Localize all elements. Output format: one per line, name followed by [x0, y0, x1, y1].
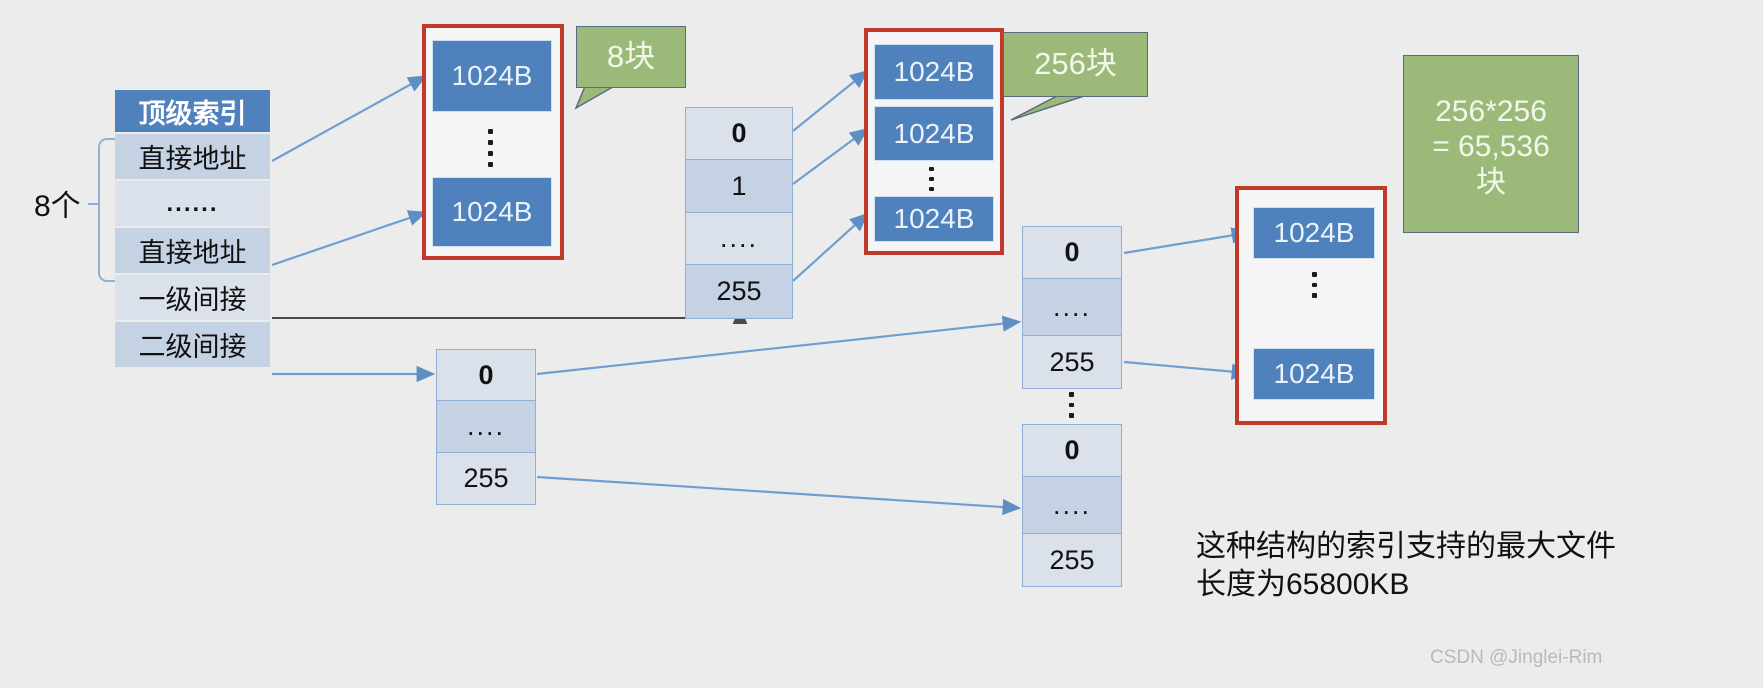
eight-count-label: 8个 [34, 190, 81, 223]
top-index-row-double-indirect[interactable]: 二级间接 [115, 322, 270, 369]
block-group-3-block-1: 1024B [1253, 207, 1375, 259]
block-group-1-block-2: 1024B [432, 177, 552, 247]
first-level-row-ellipsis: .... [686, 213, 792, 265]
top-index-row-direct-1[interactable]: 直接地址 [115, 134, 270, 181]
top-index-row-direct-2[interactable]: 直接地址 [115, 228, 270, 275]
callout-65536-line-1: 256*256 [1435, 94, 1547, 128]
leaf-b-row-255[interactable]: 255 [1023, 534, 1121, 586]
second-level-root-row-ellipsis: .... [437, 401, 535, 453]
max-file-length-note: 这种结构的索引支持的最大文件长度为65800KB [1196, 530, 1616, 602]
second-level-root-row-255[interactable]: 255 [437, 453, 535, 504]
top-index-row-single-indirect[interactable]: 一级间接 [115, 275, 270, 322]
leaf-b-row-0[interactable]: 0 [1023, 425, 1121, 477]
watermark-text: CSDN @Jinglei-Rim [1430, 647, 1603, 668]
first-level-index-table: 0 1 .... 255 [685, 107, 793, 319]
block-group-1-vertical-dots [485, 126, 495, 170]
callout-256-blocks-text: 256块 [1034, 46, 1117, 82]
first-level-row-255[interactable]: 255 [686, 265, 792, 318]
callout-65536-line-3: 块 [1476, 165, 1506, 199]
leaf-a-row-0[interactable]: 0 [1023, 227, 1121, 279]
direct-address-brace-nib [88, 203, 100, 205]
leaf-a-row-255[interactable]: 255 [1023, 336, 1121, 388]
second-level-root-table: 0 .... 255 [436, 349, 536, 505]
callout-256-blocks: 256块 [1003, 32, 1148, 97]
second-level-leaf-gap-dots [1066, 392, 1076, 419]
block-group-3-vertical-dots [1309, 272, 1319, 299]
second-level-root-row-0[interactable]: 0 [437, 350, 535, 401]
top-index-header: 顶级索引 [115, 90, 270, 134]
callout-eight-blocks-text: 8块 [606, 38, 656, 74]
leaf-a-row-ellipsis: .... [1023, 279, 1121, 336]
first-level-row-0[interactable]: 0 [686, 108, 792, 160]
block-group-2-block-1: 1024B [874, 44, 994, 100]
callout-65536-line-2: = 65,536 [1432, 130, 1550, 164]
first-level-row-1[interactable]: 1 [686, 160, 792, 213]
top-index-row-ellipsis: ...... [115, 181, 270, 228]
block-group-3-block-2: 1024B [1253, 348, 1375, 400]
block-group-2-vertical-dots [926, 167, 936, 191]
top-index-table: 顶级索引 直接地址 ...... 直接地址 一级间接 二级间接 [115, 90, 270, 369]
block-group-2-block-2: 1024B [874, 106, 994, 161]
callout-65536-blocks: 256*256 = 65,536 块 [1403, 55, 1579, 233]
block-group-1-block-1: 1024B [432, 40, 552, 112]
second-level-leaf-table-a: 0 .... 255 [1022, 226, 1122, 389]
direct-address-brace [98, 138, 120, 282]
block-group-2-block-3: 1024B [874, 196, 994, 242]
callout-eight-blocks: 8块 [576, 26, 686, 88]
leaf-b-row-ellipsis: .... [1023, 477, 1121, 534]
second-level-leaf-table-b: 0 .... 255 [1022, 424, 1122, 587]
